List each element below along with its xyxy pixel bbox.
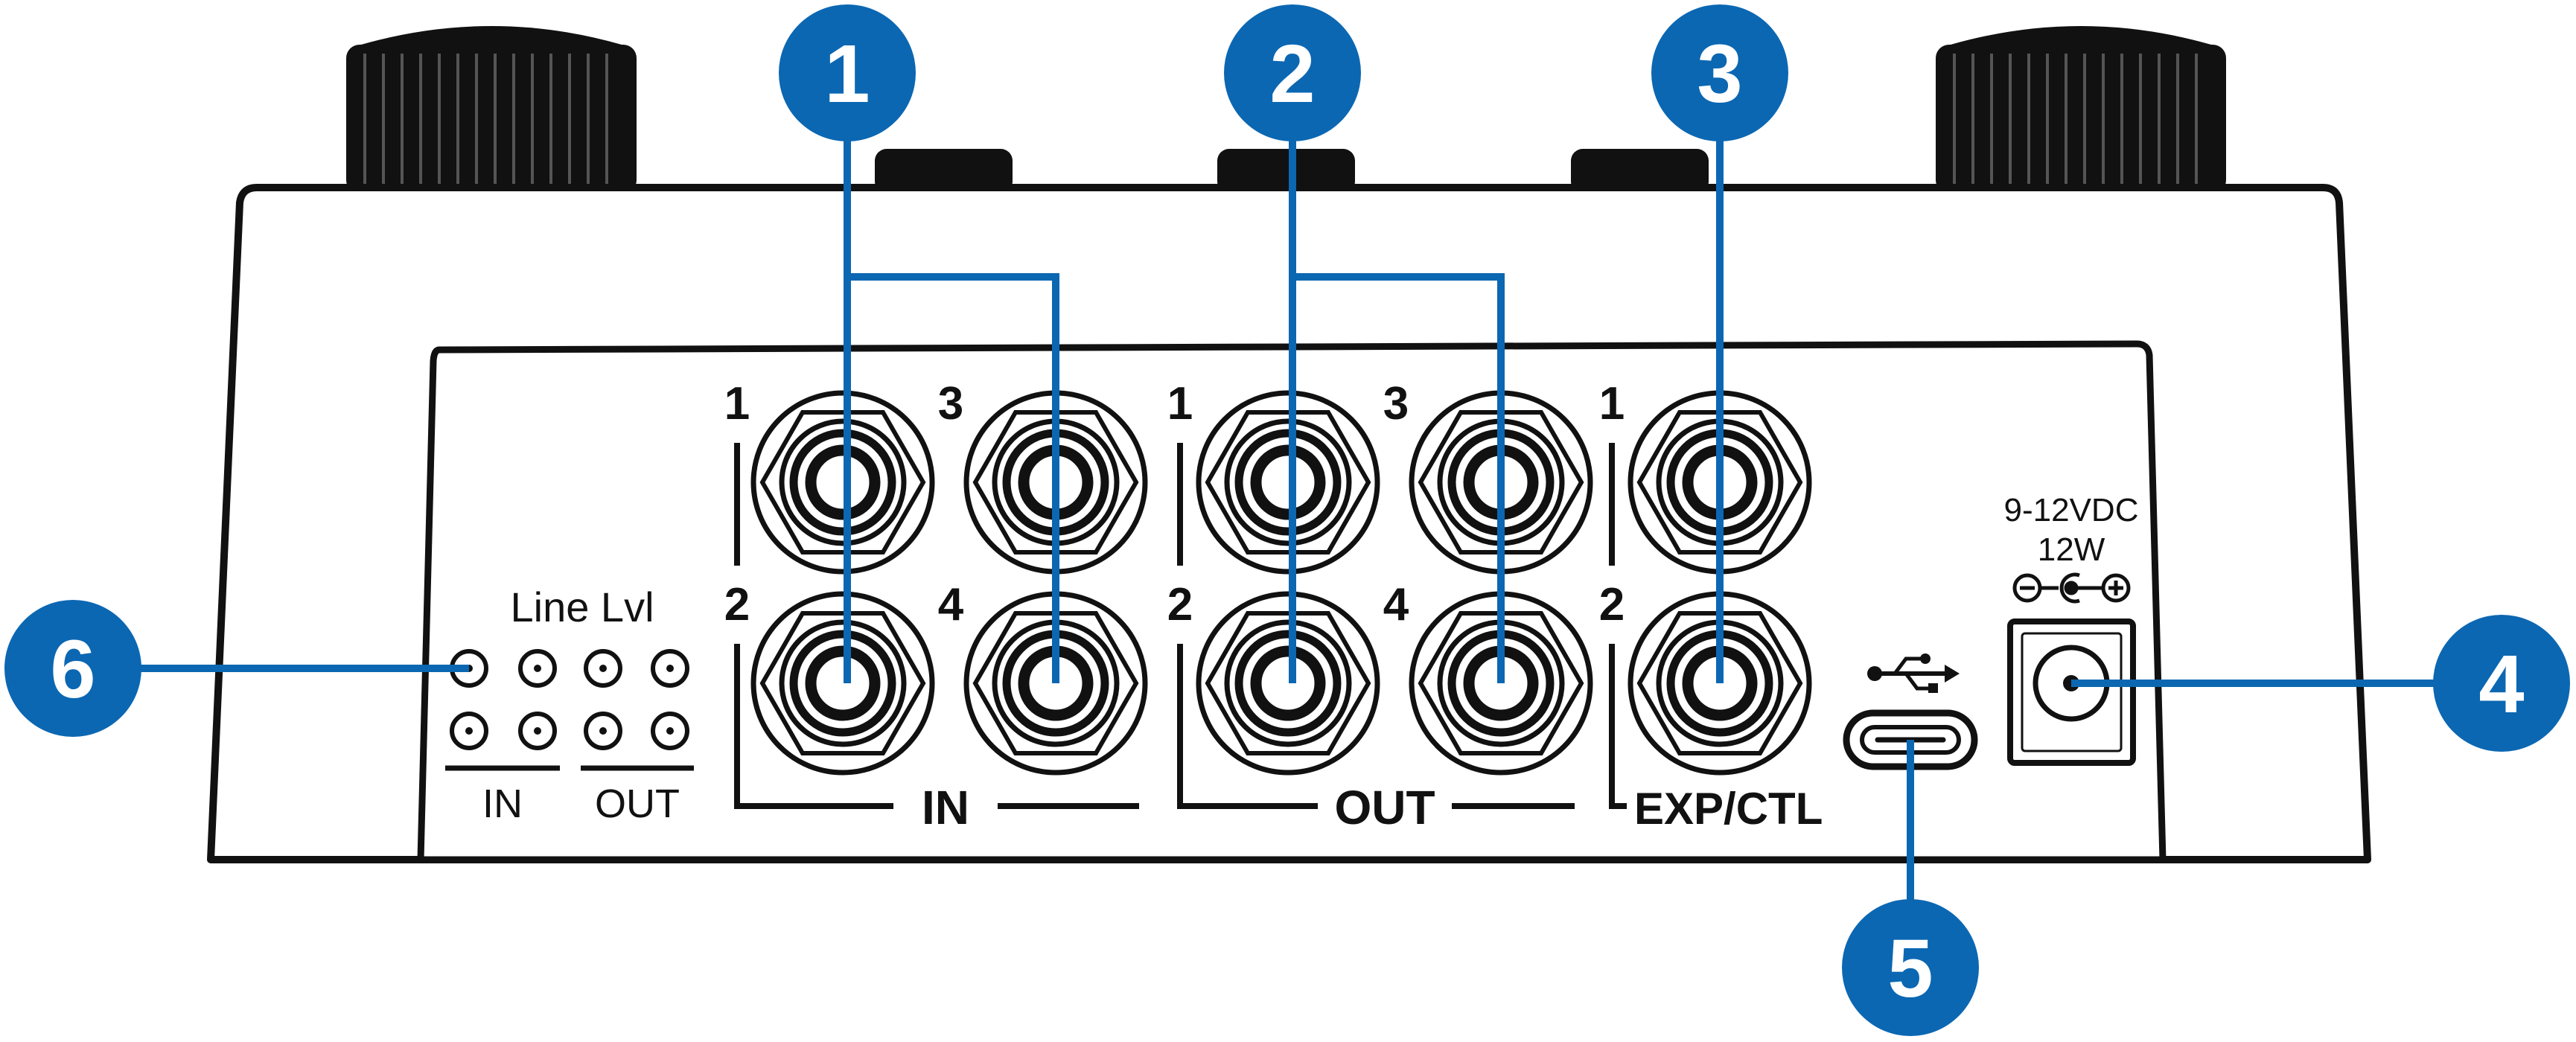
svg-text:4: 4: [2478, 639, 2524, 730]
in-jack-number-2: 2: [724, 579, 750, 630]
small-knob-2: [1217, 149, 1355, 194]
svg-text:2: 2: [1269, 28, 1315, 120]
callout-5: 5: [1842, 899, 1979, 1036]
callout-4: 4: [2433, 615, 2570, 752]
in-jack-number-3: 3: [938, 378, 963, 429]
in-jack-number-4: 4: [938, 579, 964, 630]
center-positive-polarity-icon: [2012, 572, 2131, 604]
out-jack-1[interactable]: [1199, 393, 1377, 572]
line-level-in-label: IN: [482, 782, 523, 826]
out-jack-number-1: 1: [1167, 378, 1193, 429]
out-jack-number-2: 2: [1167, 579, 1193, 630]
exp-jack-number-2: 2: [1599, 579, 1625, 630]
line-level-dots: [465, 665, 674, 735]
power-wattage-label: 12W: [2038, 531, 2105, 568]
group-brackets: [734, 443, 1627, 809]
callout-2: 2: [1224, 4, 1361, 141]
right-large-knob: [1936, 26, 2226, 194]
callout-3: 3: [1651, 4, 1788, 141]
power-voltage-label: 9-12VDC: [2004, 492, 2139, 528]
line-level-out-label: OUT: [595, 782, 680, 826]
out-jack-number-3: 3: [1383, 378, 1409, 429]
svg-text:5: 5: [1887, 923, 1933, 1014]
exp-ctl-group-label: EXP/CTL: [1634, 784, 1823, 834]
svg-text:1: 1: [824, 28, 870, 120]
svg-text:6: 6: [50, 624, 95, 715]
in-jack-1[interactable]: [753, 393, 932, 572]
exp-jack-number-1: 1: [1599, 378, 1625, 429]
in-jack-2[interactable]: [753, 594, 932, 773]
line-level-label: Line Lvl: [510, 584, 654, 630]
dc-power-jack[interactable]: [2007, 619, 2136, 766]
out-jack-number-4: 4: [1383, 579, 1409, 630]
callout-6: 6: [4, 600, 141, 737]
svg-text:3: 3: [1697, 28, 1742, 120]
callout-1: 1: [779, 4, 916, 141]
in-jack-number-1: 1: [724, 378, 750, 429]
in-group-label: IN: [922, 781, 969, 834]
small-knob-3: [1571, 149, 1709, 194]
out-group-label: OUT: [1334, 781, 1435, 834]
out-jack-2[interactable]: [1199, 594, 1377, 773]
left-large-knob: [346, 26, 637, 194]
callout-leader-lines: [134, 138, 2457, 901]
usb-icon: [1867, 653, 1960, 693]
small-knob-1: [875, 149, 1013, 194]
